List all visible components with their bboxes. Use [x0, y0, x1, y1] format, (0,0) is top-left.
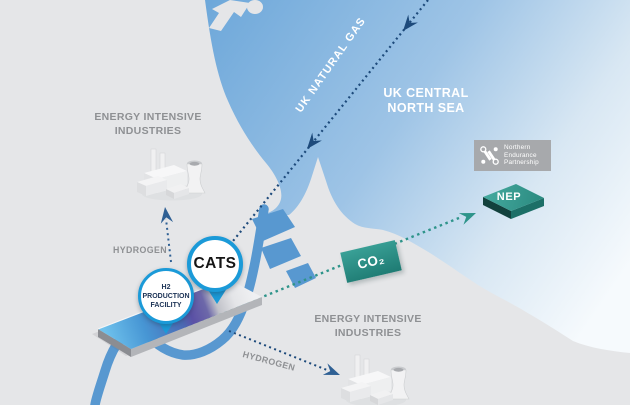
nep-platform-shape: [483, 184, 544, 219]
h2-production-facility-marker: H2 PRODUCTION FACILITY: [138, 268, 194, 324]
hydrogen-southeast-dashed-line: [228, 330, 328, 371]
uk-central-north-sea-label: UK CENTRAL NORTH SEA: [383, 86, 469, 115]
nep-platform-label: NEP: [496, 191, 522, 203]
dock-shape: [252, 209, 295, 241]
dock-shape: [261, 238, 301, 269]
hydrogen-label-north: HYDROGEN: [112, 245, 168, 255]
headland-arrow: [209, 0, 250, 31]
nep-logo-text: Northern Endurance Partnership: [504, 144, 539, 167]
hydrogen-north-dashed-line: [165, 218, 172, 263]
energy-intensive-industries-label-north: ENERGY INTENSIVE INDUSTRIES: [94, 111, 202, 137]
sea: [205, 0, 630, 353]
cats-terminal-label: CATS: [193, 255, 237, 272]
h2-production-facility-label: H2 PRODUCTION FACILITY: [142, 283, 190, 309]
cats-terminal-marker: CATS: [187, 236, 243, 292]
dock-shape: [286, 263, 316, 288]
energy-intensive-industries-label-south: ENERGY INTENSIVE INDUSTRIES: [314, 313, 422, 339]
nep-monogram-icon: [480, 146, 499, 165]
co2-label: CO₂: [355, 251, 387, 272]
headland-blob: [247, 0, 263, 14]
northern-endurance-partnership-logo: Northern Endurance Partnership: [474, 140, 551, 171]
